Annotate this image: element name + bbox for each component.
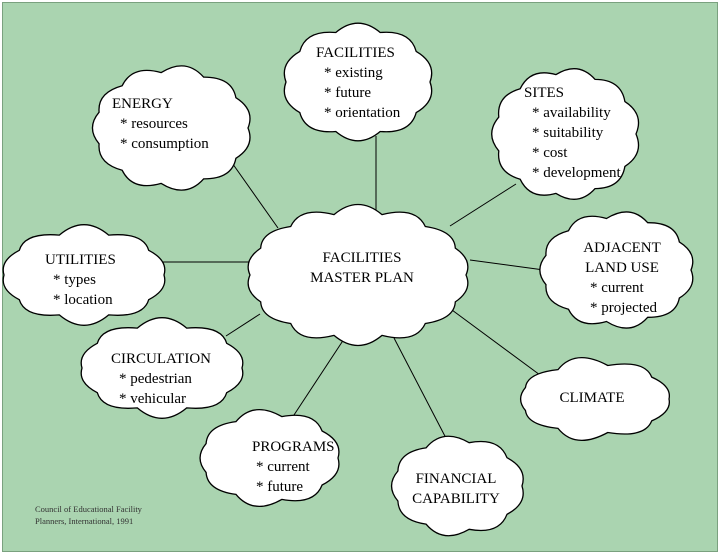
cloud-circulation: CIRCULATION * pedestrian * vehicular <box>80 317 244 419</box>
facilities-title-0: FACILITIES <box>316 45 395 61</box>
programs-cloud-shape <box>199 409 340 507</box>
connector-climate <box>451 309 541 376</box>
cloud-utilities: UTILITIES * types * location <box>2 224 166 326</box>
energy-title-0: ENERGY <box>112 96 173 112</box>
adjacent-land-use-item-1: * projected <box>590 300 658 316</box>
climate-title-0: CLIMATE <box>560 390 625 406</box>
cloud-sites: SITES * availability * suitability * cost * … <box>491 68 640 200</box>
connector-circulation <box>225 313 261 337</box>
programs-item-0: * current <box>256 459 311 475</box>
connector-energy <box>229 159 279 229</box>
facilities-item-1: * future <box>324 85 371 101</box>
center-title-0: FACILITIES <box>323 250 402 266</box>
utilities-item-0: * types <box>53 272 96 288</box>
programs-title-0: PROGRAMS <box>252 439 335 455</box>
adjacent-land-use-title-1: LAND USE <box>585 260 659 276</box>
sites-title-0: SITES <box>524 85 564 101</box>
center-cloud-shape <box>247 203 469 347</box>
credit-line-2: Planners, International, 1991 <box>35 516 133 526</box>
financial-capability-title-0: FINANCIAL <box>416 471 497 487</box>
financial-capability-title-1: CAPABILITY <box>412 491 500 507</box>
utilities-title-0: UTILITIES <box>45 252 116 268</box>
sites-cloud-shape <box>491 68 640 200</box>
connector-programs <box>291 335 347 419</box>
circulation-cloud-shape <box>80 317 244 419</box>
circulation-title-0: CIRCULATION <box>111 351 211 367</box>
cloud-adjacent-land-use: ADJACENT LAND USE * current * projected <box>539 211 694 329</box>
cloud-facilities: FACILITIES * existing * future * orientatio… <box>283 22 433 142</box>
connector-sites <box>449 183 517 227</box>
facilities-item-2: * orientation <box>324 105 401 121</box>
connector-lines <box>160 136 545 443</box>
cloud-climate: CLIMATE <box>519 357 671 441</box>
sites-item-3: * development <box>532 165 622 181</box>
center-title-1: MASTER PLAN <box>310 270 414 286</box>
circulation-item-1: * vehicular <box>119 391 186 407</box>
cloud-energy: ENERGY * resources * consumption <box>91 65 251 191</box>
adjacent-land-use-title-0: ADJACENT <box>583 240 661 256</box>
sites-item-2: * cost <box>532 145 568 161</box>
adjacent-land-use-item-0: * current <box>590 280 645 296</box>
credit-line-1: Council of Educational Facility <box>35 504 143 514</box>
cloud-programs: PROGRAMS * current * future <box>199 409 340 507</box>
facilities-cloud-shape <box>283 22 433 142</box>
facilities-item-0: * existing <box>324 65 383 81</box>
energy-item-0: * resources <box>120 116 188 132</box>
climate-cloud-shape <box>519 357 671 441</box>
programs-item-1: * future <box>256 479 303 495</box>
utilities-item-1: * location <box>53 292 113 308</box>
sites-item-1: * suitability <box>532 125 604 141</box>
energy-item-1: * consumption <box>120 136 209 152</box>
cloud-financial-capability: FINANCIAL CAPABILITY <box>390 435 524 537</box>
center-cloud: FACILITIES MASTER PLAN <box>247 203 469 347</box>
circulation-item-0: * pedestrian <box>119 371 192 387</box>
financial-capability-cloud-shape <box>390 435 524 537</box>
utilities-cloud-shape <box>2 224 166 326</box>
connector-adjacent-land-use <box>469 259 545 271</box>
connector-financial-capability <box>393 337 449 443</box>
cloud-nodes: FACILITIES * existing * future * orientatio… <box>2 22 694 537</box>
sites-item-0: * availability <box>532 105 611 121</box>
energy-cloud-shape <box>91 65 251 191</box>
adjacent-land-use-cloud-shape <box>539 211 694 329</box>
